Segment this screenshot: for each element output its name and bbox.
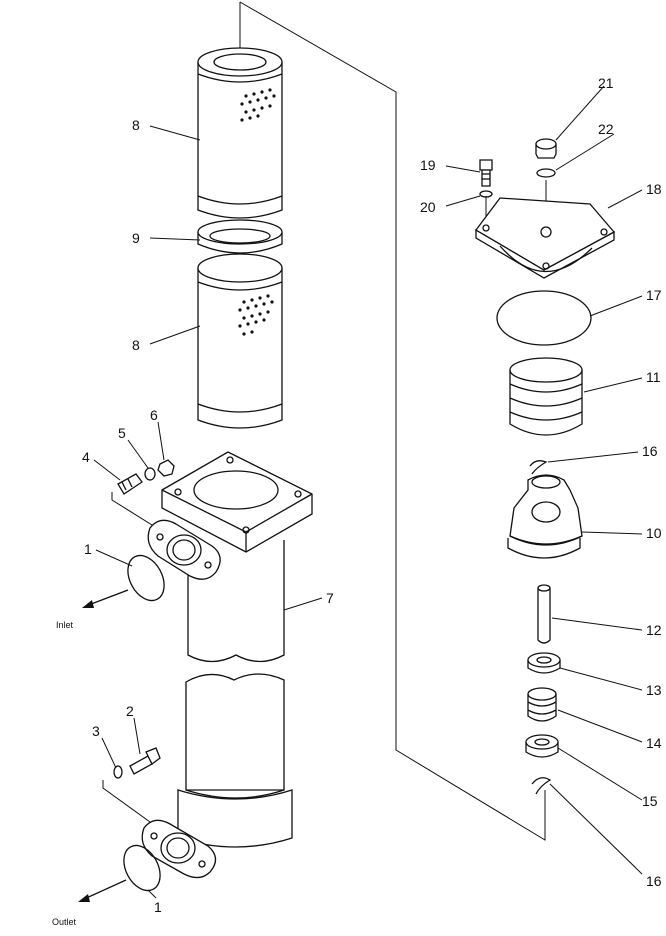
callout-16-upper: 16 xyxy=(642,443,658,459)
main-spring xyxy=(509,357,583,436)
filter-case-upper xyxy=(147,451,313,663)
callout-7: 7 xyxy=(326,590,334,606)
cover-o-ring xyxy=(496,290,592,346)
spring-seat xyxy=(527,652,561,674)
callout-1-inlet: 1 xyxy=(84,541,92,557)
callouts: 8 9 8 4 5 6 1 7 2 3 1 19 20 21 22 18 17 … xyxy=(82,75,662,915)
outlet-hardware xyxy=(113,747,161,779)
callout-17: 17 xyxy=(646,287,662,303)
callout-9: 9 xyxy=(132,230,140,246)
perforation-pattern xyxy=(240,88,276,122)
pin-upper xyxy=(529,460,548,475)
cover xyxy=(475,197,616,279)
valve-body xyxy=(507,474,583,559)
callout-18: 18 xyxy=(646,181,662,197)
filter-case-lower xyxy=(141,673,293,879)
filter-element-lower xyxy=(197,253,283,429)
callout-21: 21 xyxy=(598,75,614,91)
perforation-pattern xyxy=(238,294,274,336)
callout-1-outlet: 1 xyxy=(154,899,162,915)
callout-15: 15 xyxy=(642,793,658,809)
washer-outlet xyxy=(113,765,123,779)
inlet-arrow xyxy=(82,589,129,608)
guide-pin xyxy=(537,584,551,644)
small-spring xyxy=(527,687,557,722)
callout-16-lower: 16 xyxy=(646,873,662,889)
callout-12: 12 xyxy=(646,622,662,638)
nut-inlet xyxy=(157,459,175,477)
o-ring-inlet xyxy=(127,554,165,602)
element-spacer xyxy=(197,219,283,254)
callout-11: 11 xyxy=(646,369,661,385)
o-ring-outlet xyxy=(123,844,161,892)
callout-14: 14 xyxy=(646,735,662,751)
callout-6: 6 xyxy=(150,407,158,423)
callout-19: 19 xyxy=(420,157,436,173)
cover-washer xyxy=(479,190,493,198)
leader-lines xyxy=(93,85,643,899)
callout-8-upper: 8 xyxy=(132,117,140,133)
callout-20: 20 xyxy=(420,199,436,215)
filter-element-upper xyxy=(197,47,283,219)
plug-o-ring xyxy=(536,168,556,178)
callout-10: 10 xyxy=(646,525,662,541)
callout-22: 22 xyxy=(598,121,614,137)
callout-8-lower: 8 xyxy=(132,337,140,353)
cover-bolt xyxy=(479,159,493,187)
assembly-guide-lines xyxy=(102,1,547,841)
callout-3: 3 xyxy=(92,723,100,739)
washer-inlet xyxy=(144,467,156,481)
inlet-hardware xyxy=(117,459,175,495)
outlet-arrow xyxy=(78,879,127,902)
callout-13: 13 xyxy=(646,682,662,698)
callout-2: 2 xyxy=(126,703,134,719)
callout-5: 5 xyxy=(118,425,126,441)
callout-4: 4 xyxy=(82,449,90,465)
outlet-label: Outlet xyxy=(52,917,77,927)
inlet-label: Inlet xyxy=(56,620,74,630)
plug xyxy=(535,138,557,159)
pin-lower xyxy=(531,777,552,795)
valve-seat xyxy=(525,734,559,758)
